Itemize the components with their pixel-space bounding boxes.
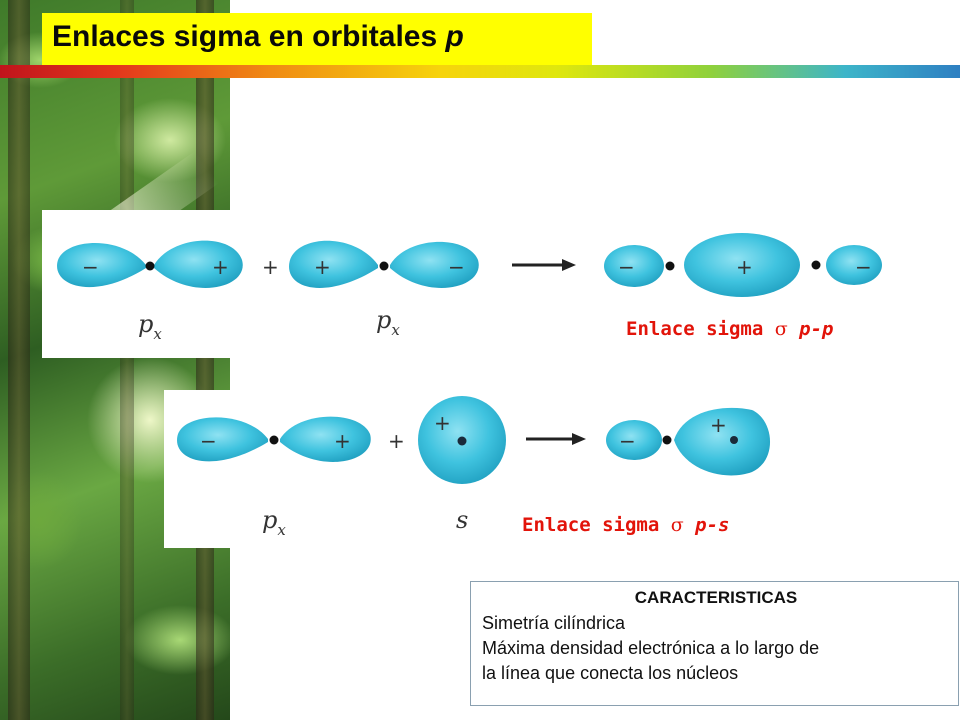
tree-trunk bbox=[196, 0, 214, 720]
characteristics-line: Máxima densidad electrónica a lo largo d… bbox=[482, 638, 820, 658]
characteristics-line: la línea que conecta los núcleos bbox=[482, 663, 739, 683]
caption-suffix: p-p bbox=[799, 318, 834, 340]
forest-background bbox=[0, 0, 230, 720]
px-orbital-left: − + bbox=[57, 240, 243, 288]
orbital-label-subscript: x bbox=[153, 325, 162, 343]
reaction-arrow bbox=[512, 259, 576, 271]
orbital-lobe bbox=[606, 420, 662, 460]
orbital-label-letter: p bbox=[376, 306, 391, 334]
diagram-p-s: − + + + − + px s Enlace sigma σ p-s bbox=[164, 390, 788, 548]
svg-text:−: − bbox=[448, 255, 465, 279]
svg-text:+: + bbox=[434, 411, 451, 435]
orbital-label-subscript: x bbox=[391, 321, 400, 339]
px-orbital: − + bbox=[177, 416, 371, 462]
sigma-symbol: σ bbox=[670, 514, 684, 536]
orbital-label-letter: p bbox=[262, 506, 277, 534]
title-italic: p bbox=[445, 20, 464, 53]
sigma-pp-bond: − + − bbox=[604, 233, 882, 297]
plus-operator: + bbox=[388, 429, 405, 453]
orbital-lobe bbox=[280, 416, 371, 462]
svg-text:−: − bbox=[82, 255, 99, 279]
caption-suffix: p-s bbox=[695, 514, 730, 536]
nucleus-dot bbox=[457, 436, 467, 446]
sigma-ps-bond: − + bbox=[606, 407, 771, 476]
characteristics-heading: CARACTERISTICAS bbox=[634, 588, 798, 607]
nucleus-dot bbox=[269, 435, 279, 445]
orbital-label-letter: p bbox=[138, 310, 153, 338]
title-main: Enlaces sigma en orbitales bbox=[52, 20, 446, 53]
s-orbital: + bbox=[418, 396, 506, 484]
svg-text:+: + bbox=[212, 255, 229, 279]
caption-sigma-p-s: Enlace sigma σ p-s bbox=[522, 514, 729, 536]
rainbow-divider bbox=[0, 65, 960, 78]
nucleus-dot bbox=[145, 261, 155, 271]
orbital-label-subscript: x bbox=[277, 521, 286, 539]
orbital-lobe bbox=[57, 242, 146, 288]
svg-text:−: − bbox=[619, 429, 636, 453]
px-orbital-right: + − bbox=[289, 240, 479, 288]
caption-prefix: Enlace sigma bbox=[626, 318, 775, 340]
svg-text:−: − bbox=[618, 255, 635, 279]
nucleus-dot bbox=[811, 260, 821, 270]
orbital-label-s: s bbox=[456, 506, 468, 534]
caption-sigma-p-p: Enlace sigma σ p-p bbox=[626, 318, 833, 340]
svg-text:+: + bbox=[736, 255, 753, 279]
tree-trunk bbox=[8, 0, 30, 720]
orbital-lobe bbox=[177, 417, 268, 462]
orbital-lobe bbox=[154, 240, 243, 288]
nucleus-dot bbox=[665, 261, 675, 271]
caption-prefix: Enlace sigma bbox=[522, 514, 671, 536]
orbital-lobe bbox=[674, 407, 771, 476]
svg-text:−: − bbox=[855, 255, 872, 279]
svg-text:+: + bbox=[314, 255, 331, 279]
orbital-lobe bbox=[826, 245, 882, 285]
page-title: Enlaces sigma en orbitales p bbox=[52, 20, 464, 54]
sigma-symbol: σ bbox=[774, 318, 788, 340]
nucleus-dot bbox=[379, 261, 389, 271]
svg-text:+: + bbox=[334, 429, 351, 453]
tree-trunk bbox=[120, 0, 134, 720]
orbital-lobe bbox=[390, 241, 479, 288]
reaction-arrow bbox=[526, 433, 586, 445]
title-highlight bbox=[42, 13, 592, 65]
characteristics-box: CARACTERISTICAS Simetría cilíndrica Máxi… bbox=[470, 581, 959, 706]
nucleus-dot bbox=[662, 435, 672, 445]
orbital-label-px: px bbox=[138, 310, 162, 343]
orbital-label-px: px bbox=[262, 506, 286, 539]
characteristics-line: Simetría cilíndrica bbox=[482, 613, 626, 633]
orbital-label-px: px bbox=[376, 306, 400, 339]
plus-operator: + bbox=[262, 255, 279, 279]
svg-text:−: − bbox=[200, 429, 217, 453]
nucleus-dot bbox=[730, 436, 738, 444]
orbital-lobe bbox=[289, 240, 378, 288]
svg-text:+: + bbox=[710, 413, 727, 437]
orbital-lobe bbox=[684, 233, 800, 297]
diagram-p-p: − + + + − − + − px px bbox=[42, 210, 960, 358]
orbital-lobe bbox=[604, 245, 664, 287]
